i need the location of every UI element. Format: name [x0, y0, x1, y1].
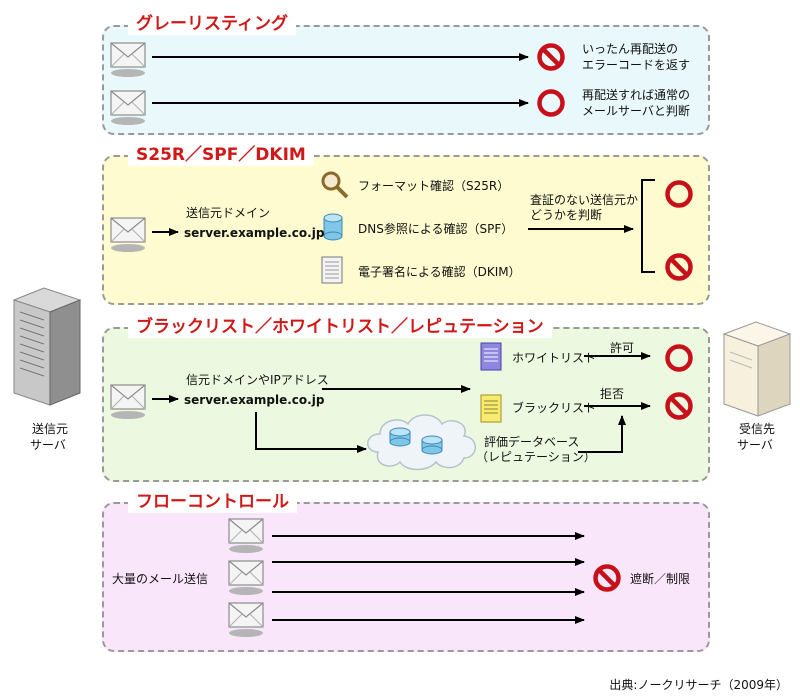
sender-server-label-line1: 送信元	[32, 422, 69, 436]
document-icon	[321, 256, 343, 284]
s25r-domain-value: server.example.co.jp	[184, 226, 325, 240]
receiver-server-label-line1: 受信先	[739, 422, 776, 436]
s25r-judge-line1: 査証のない送信元か	[530, 193, 639, 207]
mail-envelope-icon	[110, 90, 146, 126]
receiver-server-icon	[722, 321, 792, 417]
allow-label: 許可	[610, 341, 635, 355]
greylisting-reject-line1: いったん再配送の	[582, 42, 679, 56]
arrow	[255, 412, 367, 453]
receiver-server-label-line2: サーバ	[737, 438, 773, 452]
database-icon	[323, 213, 343, 241]
sender-server-label-line2: サーバ	[30, 438, 66, 452]
mail-envelope-icon	[110, 384, 146, 420]
s25r-domain-label: 送信元ドメイン	[186, 206, 271, 220]
blacklist-domain-value: server.example.co.jp	[184, 393, 325, 407]
reject-icon	[668, 395, 691, 418]
mail-envelope-icon	[228, 602, 264, 638]
block-result-label: 遮断／制限	[630, 572, 691, 586]
cloud-icon	[367, 414, 476, 471]
accept-icon	[668, 347, 691, 370]
check-format-label: フォーマット確認（S25R）	[358, 179, 510, 193]
greylisting-panel	[102, 25, 710, 135]
blacklist-panel	[102, 327, 710, 482]
mail-envelope-icon	[228, 560, 264, 596]
whitelist-label: ホワイトリスト	[512, 351, 597, 365]
blacklist-domain-label: 信元ドメインやIPアドレス	[186, 373, 329, 387]
blacklist-document-icon	[480, 394, 502, 423]
blacklist-label: ブラックリスト	[512, 401, 597, 415]
mass-mail-label: 大量のメール送信	[112, 572, 209, 586]
mail-envelope-icon	[228, 518, 264, 554]
greylisting-accept-line1: 再配送すれば通常の	[582, 88, 691, 102]
deny-label: 拒否	[600, 387, 625, 401]
bracket	[641, 179, 655, 273]
accept-icon	[668, 183, 691, 206]
greylisting-accept-line2: メールサーバと判断	[582, 104, 690, 118]
reputation-line2: （レピュテーション）	[476, 450, 596, 464]
greylisting-title: グレーリスティング	[128, 13, 296, 35]
mail-envelope-icon	[110, 42, 146, 78]
reject-icon	[668, 256, 691, 279]
accept-icon	[540, 92, 563, 115]
arrow	[578, 415, 626, 453]
mail-envelope-icon	[110, 217, 146, 253]
flow-control-title: フローコントロール	[128, 491, 297, 513]
check-sign-label: 電子署名による確認（DKIM）	[358, 265, 521, 279]
greylisting-reject-line2: エラーコードを返す	[582, 58, 691, 72]
block-icon	[596, 567, 619, 590]
reject-icon	[540, 46, 563, 69]
source-credit: 出典:ノークリサーチ（2009年）	[609, 678, 788, 692]
magnifier-icon	[321, 171, 349, 199]
reputation-line1: 評価データベース	[484, 435, 580, 449]
s25r-title: S25R／SPF／DKIM	[128, 144, 314, 166]
check-dns-label: DNS参照による確認（SPF）	[358, 222, 514, 236]
whitelist-document-icon	[480, 342, 502, 371]
blacklist-title: ブラックリスト／ホワイトリスト／レピュテーション	[128, 316, 552, 338]
s25r-judge-line2: どうかを判断	[530, 208, 603, 222]
sender-server-icon	[12, 287, 82, 406]
